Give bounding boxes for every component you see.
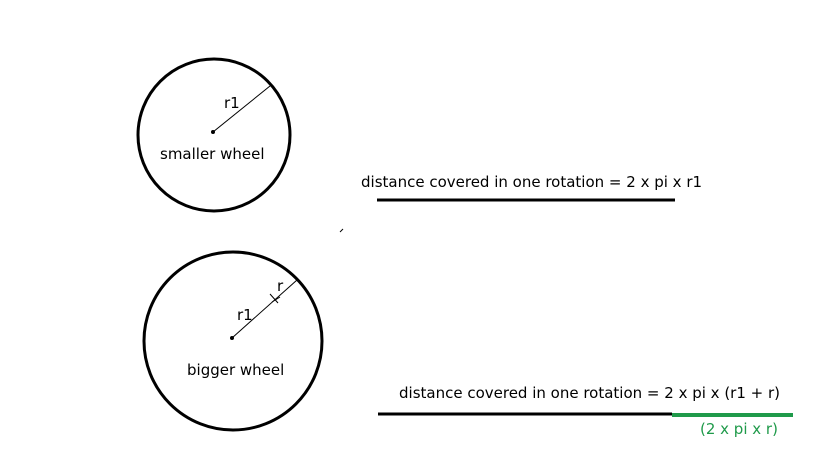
extra-radius-tick-b (271, 296, 281, 303)
smaller-wheel-radius-label: r1 (224, 94, 240, 112)
small-formula-group: distance covered in one rotation = 2 x p… (361, 173, 702, 202)
smaller-wheel-label: smaller wheel (160, 145, 265, 163)
smaller-wheel-center-dot (211, 130, 215, 134)
bigger-wheel-radius-line (231, 279, 298, 339)
small-distance-formula: distance covered in one rotation = 2 x p… (361, 173, 702, 191)
extra-radius-label: r (277, 277, 284, 295)
stray-mark (339, 228, 344, 233)
bigger-wheel-circle (142, 250, 324, 432)
smaller-wheel-radius-line (212, 85, 271, 133)
bigger-wheel-radius-label: r1 (237, 306, 253, 324)
extra-distance-label: (2 x pi x r) (700, 420, 778, 438)
smaller-wheel: r1 smaller wheel (136, 57, 292, 213)
big-distance-formula: distance covered in one rotation = 2 x p… (399, 384, 780, 402)
bigger-wheel-center-dot (230, 336, 234, 340)
smaller-wheel-circle (136, 57, 292, 213)
bigger-wheel-label: bigger wheel (187, 361, 284, 379)
extra-radius-tick-a (269, 293, 279, 304)
big-formula-group: distance covered in one rotation = 2 x p… (378, 384, 793, 438)
bigger-wheel: r1 r bigger wheel (142, 250, 324, 432)
